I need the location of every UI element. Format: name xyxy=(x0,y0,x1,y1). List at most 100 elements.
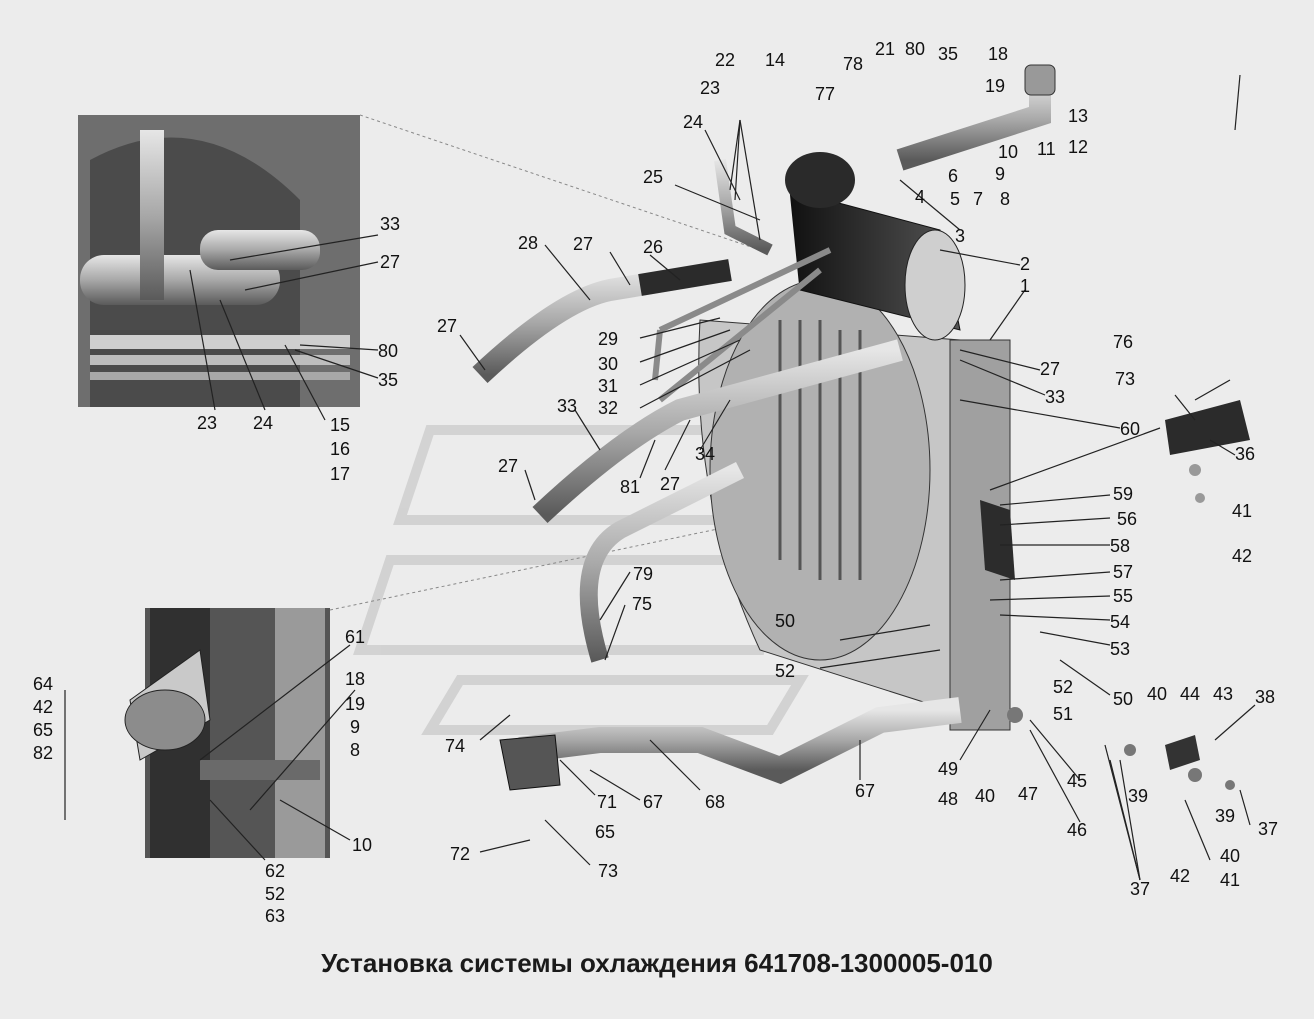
callout-label: 8 xyxy=(350,740,360,760)
callout-label: 7 xyxy=(973,189,983,209)
callout-label: 23 xyxy=(197,413,217,433)
callout-label: 73 xyxy=(598,861,618,881)
callout-label: 5 xyxy=(950,189,960,209)
callout-label: 33 xyxy=(380,214,400,234)
callout-label: 22 xyxy=(715,50,735,70)
callout-label: 17 xyxy=(330,464,350,484)
callout-label: 42 xyxy=(1232,546,1252,566)
callout-label: 8 xyxy=(1000,189,1010,209)
callout-label: 67 xyxy=(855,781,875,801)
callout-label: 33 xyxy=(557,396,577,416)
callout-label: 19 xyxy=(345,694,365,714)
callout-label: 40 xyxy=(1147,684,1167,704)
callout-label: 42 xyxy=(1170,866,1190,886)
callout-label: 45 xyxy=(1067,771,1087,791)
callout-label: 15 xyxy=(330,415,350,435)
callout-label: 51 xyxy=(1053,704,1073,724)
callout-label: 63 xyxy=(265,906,285,926)
callout-label: 55 xyxy=(1113,586,1133,606)
callout-label: 24 xyxy=(683,112,703,132)
callout-label: 1 xyxy=(1020,276,1030,296)
callout-label: 41 xyxy=(1220,870,1240,890)
callout-label: 68 xyxy=(705,792,725,812)
callout-label: 72 xyxy=(450,844,470,864)
callout-label: 43 xyxy=(1213,684,1233,704)
callout-label: 35 xyxy=(378,370,398,390)
callout-label: 46 xyxy=(1067,820,1087,840)
callout-label: 40 xyxy=(1220,846,1240,866)
callout-label: 41 xyxy=(1232,501,1252,521)
callout-label: 32 xyxy=(598,398,618,418)
callout-label: 16 xyxy=(330,439,350,459)
callout-label: 27 xyxy=(437,316,457,336)
callout-label: 78 xyxy=(843,54,863,74)
callout-label: 71 xyxy=(597,792,617,812)
inset-top-photo xyxy=(78,115,360,407)
callout-label: 47 xyxy=(1018,784,1038,804)
callout-label: 53 xyxy=(1110,639,1130,659)
callout-label: 9 xyxy=(350,717,360,737)
callout-label: 10 xyxy=(352,835,372,855)
callout-label: 34 xyxy=(695,444,715,464)
callout-label: 60 xyxy=(1120,419,1140,439)
callout-label: 54 xyxy=(1110,612,1130,632)
callout-label: 21 xyxy=(875,39,895,59)
callout-label: 26 xyxy=(643,237,663,257)
callout-label: 18 xyxy=(988,44,1008,64)
callout-label: 48 xyxy=(938,789,958,809)
callout-label: 40 xyxy=(975,786,995,806)
leader-lines xyxy=(64,74,1256,881)
callout-label: 57 xyxy=(1113,562,1133,582)
callout-label: 65 xyxy=(33,720,53,740)
callout-label: 9 xyxy=(995,164,1005,184)
callout-label: 82 xyxy=(33,743,53,763)
callout-label: 59 xyxy=(1113,484,1133,504)
callout-label: 11 xyxy=(1037,139,1056,159)
callout-label: 29 xyxy=(598,329,618,349)
callout-label: 50 xyxy=(775,611,795,631)
callout-label: 4 xyxy=(915,187,925,207)
callout-label: 39 xyxy=(1215,806,1235,826)
inset-top-leader xyxy=(359,114,761,251)
callout-label: 50 xyxy=(1113,689,1133,709)
callout-label: 13 xyxy=(1068,106,1088,126)
callout-label: 36 xyxy=(1235,444,1255,464)
callout-label: 52 xyxy=(265,884,285,904)
callout-label: 23 xyxy=(700,78,720,98)
callout-label: 30 xyxy=(598,354,618,374)
callout-label: 19 xyxy=(985,76,1005,96)
callout-label: 49 xyxy=(938,759,958,779)
callout-label: 39 xyxy=(1128,786,1148,806)
callout-label: 2 xyxy=(1020,254,1030,274)
callout-label: 14 xyxy=(765,50,785,70)
callout-label: 18 xyxy=(345,669,365,689)
callout-label: 58 xyxy=(1110,536,1130,556)
radiator-assembly xyxy=(472,64,1250,791)
callout-label: 3 xyxy=(955,226,965,246)
callout-label: 79 xyxy=(633,564,653,584)
callout-label: 27 xyxy=(573,234,593,254)
callout-label: 28 xyxy=(518,233,538,253)
callout-label: 77 xyxy=(815,84,835,104)
callout-label: 80 xyxy=(905,39,925,59)
callout-label: 33 xyxy=(1045,387,1065,407)
callout-label: 25 xyxy=(643,167,663,187)
callout-label: 56 xyxy=(1117,509,1137,529)
callout-label: 67 xyxy=(643,792,663,812)
callout-label: 65 xyxy=(595,822,615,842)
callout-label: 74 xyxy=(445,736,465,756)
callout-label: 44 xyxy=(1180,684,1200,704)
inset-bottom-photo xyxy=(124,608,330,858)
callout-label: 27 xyxy=(660,474,680,494)
callout-label: 12 xyxy=(1068,137,1088,157)
callout-label: 75 xyxy=(632,594,652,614)
callout-label: 61 xyxy=(345,627,365,647)
callout-label: 27 xyxy=(1040,359,1060,379)
callout-label: 27 xyxy=(380,252,400,272)
callout-label: 64 xyxy=(33,674,53,694)
callout-label: 81 xyxy=(620,477,640,497)
callout-label: 42 xyxy=(33,697,53,717)
callout-label: 52 xyxy=(1053,677,1073,697)
callout-label: 27 xyxy=(498,456,518,476)
